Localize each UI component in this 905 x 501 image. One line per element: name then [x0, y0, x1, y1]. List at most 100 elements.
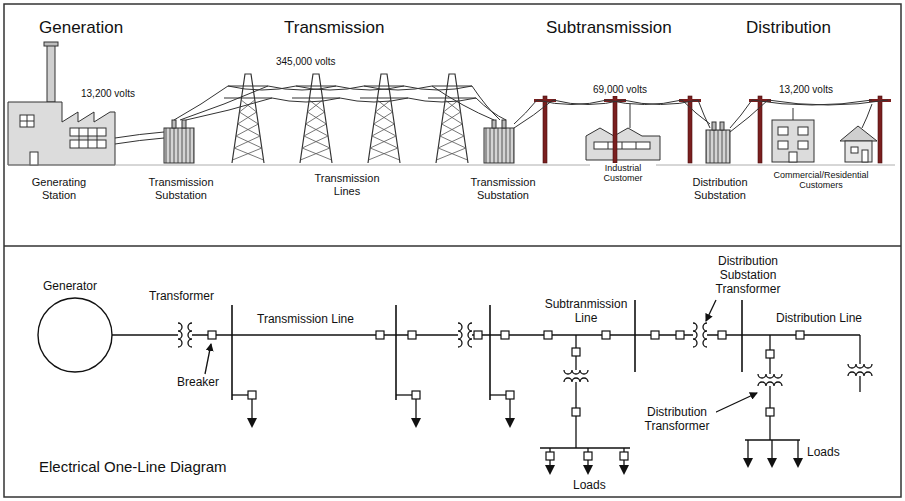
transformer-coil [758, 374, 782, 378]
breaker-symbol [584, 452, 592, 460]
transformer-coil [848, 364, 872, 368]
tower-crossarm [432, 85, 472, 86]
tower-bracing [239, 100, 254, 112]
tower-bracing [442, 124, 464, 136]
industrial-building [586, 128, 660, 160]
tower-bracing [442, 112, 461, 124]
component-label: Subtranmission Line [540, 298, 632, 326]
generator-lead [115, 132, 164, 138]
subtransmission-wire [682, 100, 710, 124]
breaker-symbol [796, 331, 804, 339]
tower-bracing [232, 148, 261, 160]
transmission-wire [174, 86, 228, 120]
leader-line [205, 344, 211, 374]
breaker-symbol [602, 331, 610, 339]
voltage-label: 13,200 volts [80, 88, 136, 100]
breaker-symbol [572, 348, 580, 356]
component-label: Distribution Line [775, 312, 863, 326]
generator-lead [115, 138, 164, 144]
tower-bracing [302, 148, 331, 160]
breaker-symbol [572, 408, 580, 416]
tower-bracing [374, 112, 393, 124]
component-label: Transmission Substation [140, 176, 222, 201]
service-drop [862, 104, 872, 128]
distribution-wire [730, 100, 768, 132]
bus-bar [741, 300, 743, 372]
tower-bracing [239, 112, 258, 124]
generating-station [8, 42, 115, 165]
breaker-symbol [544, 331, 552, 339]
load-line [549, 460, 550, 465]
load-label: Loads [572, 479, 607, 493]
bus-bar [395, 305, 397, 400]
transformer-coil [848, 372, 872, 376]
load-line [747, 440, 748, 458]
wooden-pole [613, 96, 617, 163]
transmission-wire [404, 86, 472, 90]
tower-bracing [238, 112, 257, 124]
subtransmission-wire [623, 100, 698, 105]
wire [859, 335, 860, 364]
tower-bracing [438, 148, 467, 160]
load-arrow [505, 418, 515, 428]
distribution-wire [768, 100, 888, 105]
house [840, 126, 877, 162]
load-line [587, 460, 588, 465]
breaker-symbol [412, 391, 420, 399]
component-label: Generating Station [16, 176, 102, 201]
load-bus [540, 447, 630, 448]
section-heading: Distribution [745, 18, 832, 38]
transmission-wire [268, 86, 336, 90]
transmission-wire [272, 98, 340, 102]
voltage-label: 13,200 volts [778, 84, 834, 96]
tower-bracing [300, 148, 329, 160]
load-arrow [767, 458, 777, 468]
transmission-wire [186, 98, 272, 120]
component-label: Transmission Substation [462, 176, 544, 201]
load-line [415, 399, 416, 418]
commercial-building [772, 120, 814, 162]
wooden-pole [878, 96, 882, 163]
tower-bracing [238, 124, 260, 136]
breaker-symbol [766, 350, 774, 358]
breaker-symbol [474, 331, 482, 339]
tower-bracing [370, 148, 399, 160]
tower-bracing [304, 136, 330, 148]
load-arrow [545, 465, 555, 475]
breaker-symbol [718, 331, 726, 339]
section-heading: Generation [38, 18, 124, 38]
breaker-symbol [408, 331, 416, 339]
breaker-symbol [676, 331, 684, 339]
ground-line [8, 165, 895, 166]
load-arrow [743, 458, 753, 468]
panel-divider [4, 245, 901, 247]
transformer-coil [564, 370, 588, 374]
transmission-wire [340, 98, 408, 102]
transmission-wire [336, 86, 404, 90]
tower-bracing [440, 124, 462, 136]
transmission-wire [408, 98, 476, 102]
component-label: Breaker [176, 376, 220, 390]
tower-bracing [372, 136, 398, 148]
tower-crossarm [296, 85, 336, 86]
tower-crossarm [228, 85, 268, 86]
tower-crossarm [360, 97, 408, 98]
subtransmission-wire [514, 100, 553, 128]
load-line [797, 440, 798, 458]
breaker-symbol [376, 331, 384, 339]
component-label: Transformer [148, 290, 215, 304]
tower-bracing [436, 148, 465, 160]
load-line [623, 460, 624, 465]
bus-bar [231, 305, 233, 400]
transmission-substation-1 [164, 120, 194, 163]
tower-crossarm [364, 85, 404, 86]
voltage-label: 69,000 volts [592, 84, 648, 96]
component-label: Distribution Substation Transformer [708, 255, 788, 296]
load-label: Loads [806, 446, 841, 460]
leader-line [706, 300, 716, 321]
tower-bracing [234, 148, 263, 160]
tower-bracing [307, 112, 326, 124]
distribution-line [707, 334, 860, 335]
section-heading: Transmission [283, 18, 385, 38]
